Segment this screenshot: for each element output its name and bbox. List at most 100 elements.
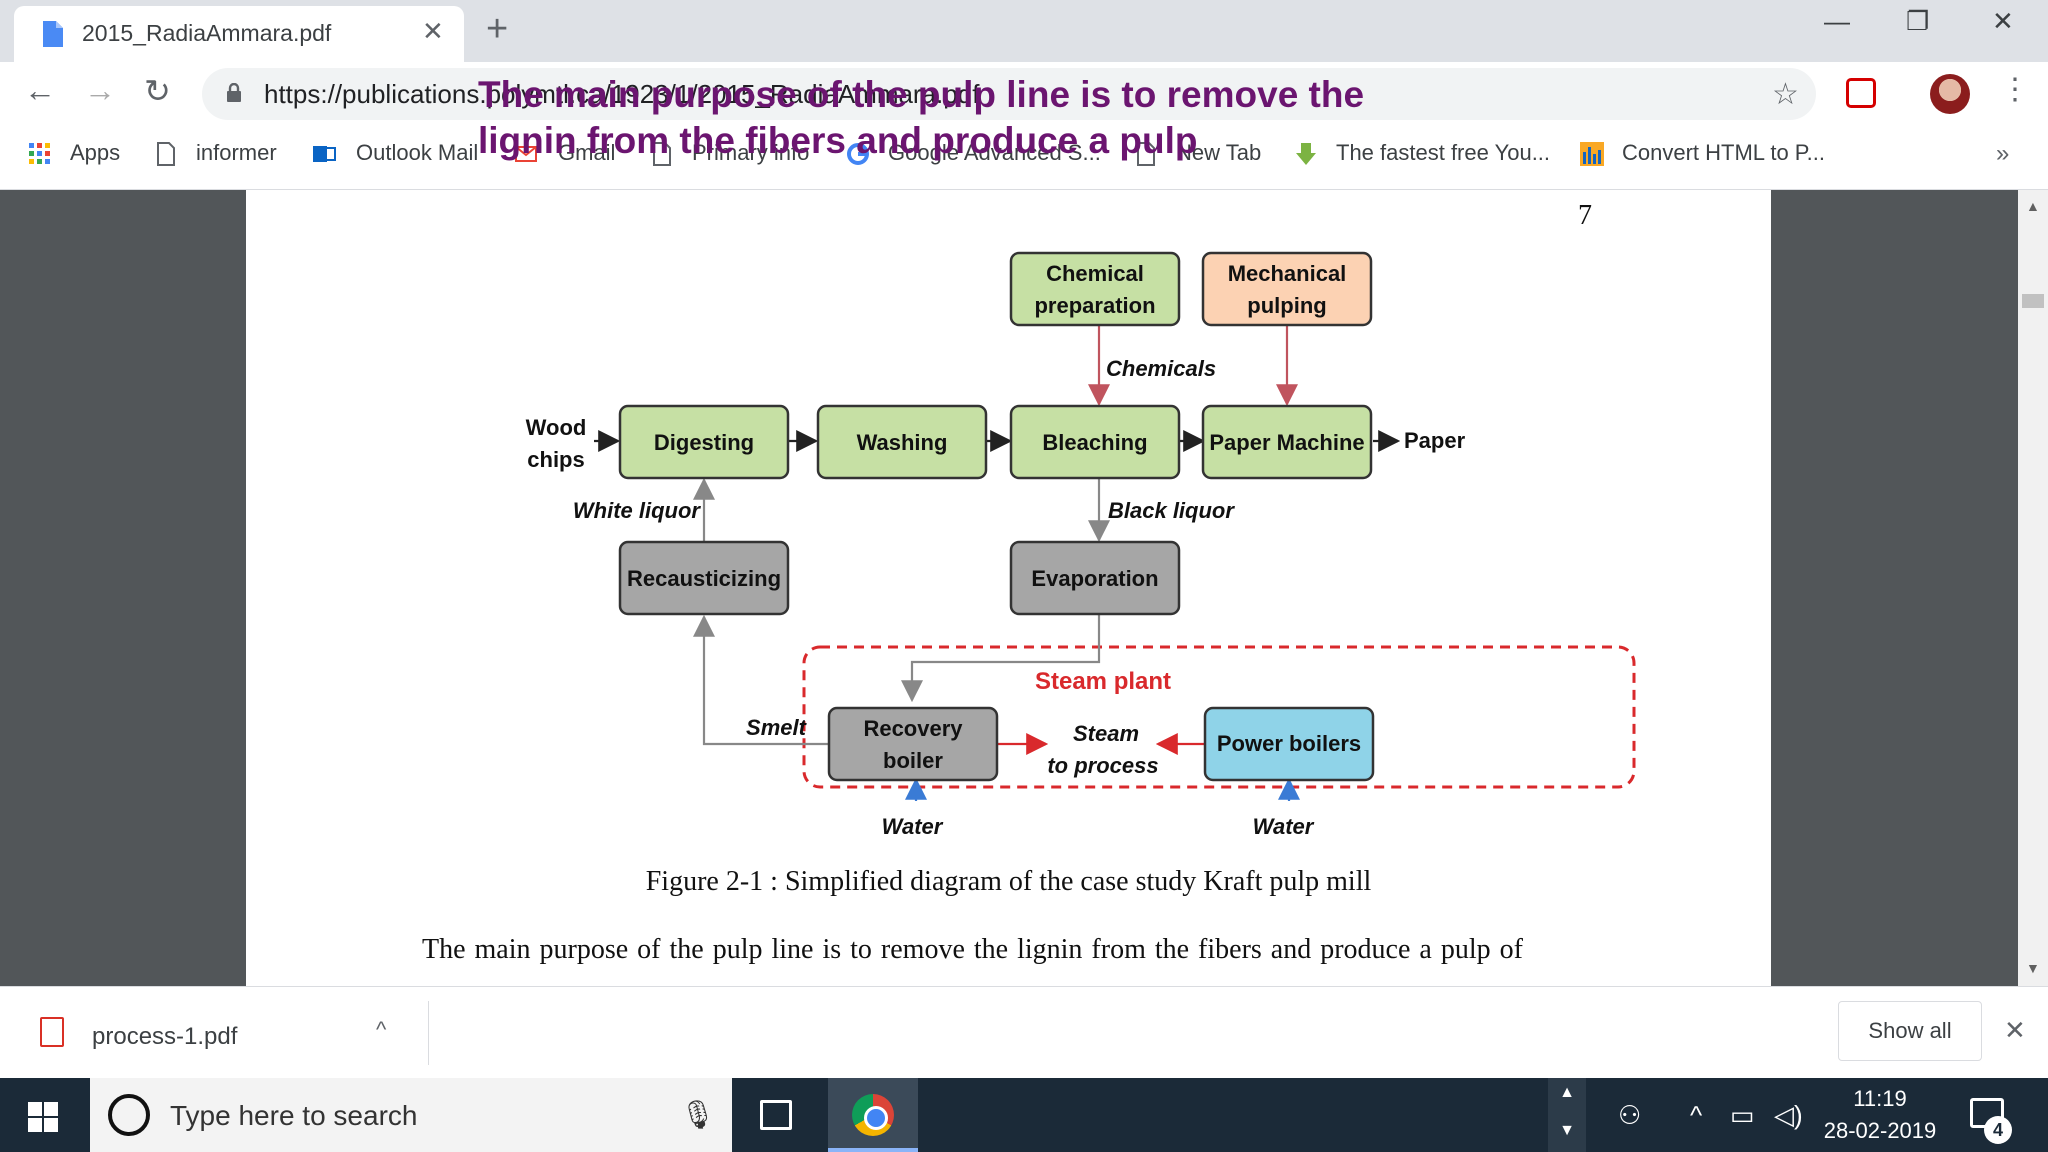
google-icon xyxy=(847,143,869,165)
bookmark-informer[interactable]: informer xyxy=(196,140,277,165)
chevron-up-icon[interactable]: ▲ xyxy=(1559,1084,1575,1101)
volume-icon[interactable]: ◁) xyxy=(1774,1100,1803,1130)
label-chemicals: Chemicals xyxy=(1106,356,1216,381)
forward-button[interactable]: → xyxy=(84,72,116,108)
box-mechanical-pulping xyxy=(1201,251,1373,327)
pdf-page: 7 xyxy=(246,190,1771,986)
scrollbar-thumb[interactable] xyxy=(2022,294,2044,308)
pdf-viewer[interactable]: 7 xyxy=(0,190,2048,986)
bookmarks-overflow-button[interactable]: » xyxy=(1996,140,2010,167)
battery-icon[interactable]: ▭ xyxy=(1730,1100,1755,1130)
bookmark-apps[interactable]: Apps xyxy=(70,140,121,165)
box-washing xyxy=(816,404,988,480)
chevron-up-icon[interactable]: ^ xyxy=(376,1017,387,1042)
profile-avatar[interactable] xyxy=(1930,74,1970,114)
microphone-icon[interactable]: 🎙 xyxy=(680,1099,716,1130)
pocket-extension-icon[interactable] xyxy=(1846,78,1876,108)
body-paragraph: The main purpose of the pulp line is to … xyxy=(422,934,1523,965)
close-window-button[interactable]: ✕ xyxy=(1992,6,2014,36)
steam-plant-region xyxy=(802,645,1636,789)
overlay-caption-line-1: The main purpose of the pulp line is to … xyxy=(478,74,1365,115)
chrome-icon xyxy=(852,1094,894,1136)
search-placeholder: Type here to search xyxy=(170,1100,418,1131)
taskbar-search[interactable]: Type here to search 🎙 xyxy=(90,1078,732,1152)
new-tab-button[interactable]: + xyxy=(486,8,509,50)
chart-icon xyxy=(1580,142,1604,166)
download-shelf: process-1.pdf ^ Show all ✕ xyxy=(0,986,2048,1078)
flow-connectors xyxy=(594,325,1401,801)
bookmark-outlook[interactable]: Outlook Mail xyxy=(356,140,479,165)
label-water-left: Water xyxy=(882,814,944,839)
menu-icon[interactable]: ⋮ xyxy=(2000,73,2030,106)
bookmark-primary-info[interactable]: Primary info xyxy=(692,140,810,165)
box-digesting xyxy=(618,404,790,480)
clock-date[interactable]: 28-02-2019 xyxy=(1823,1118,1937,1143)
box-chemical-preparation xyxy=(1009,251,1181,327)
label-recovery-boiler-1: Recovery xyxy=(863,716,963,741)
page-icon xyxy=(1137,142,1155,166)
label-steam-to-process-2: to process xyxy=(1047,753,1158,778)
label-black-liquor: Black liquor xyxy=(1108,498,1235,523)
box-recovery-boiler xyxy=(827,706,999,782)
chrome-taskbar-button[interactable] xyxy=(828,1078,918,1152)
download-arrow-icon xyxy=(1296,143,1316,165)
label-evaporation: Evaporation xyxy=(1031,566,1158,591)
page-icon xyxy=(653,142,671,166)
label-washing: Washing xyxy=(857,430,948,455)
url-text[interactable]: https://publications.polymtl.ca/1923/1/2… xyxy=(264,79,980,109)
label-wood-chips-1: Wood xyxy=(526,415,587,440)
file-icon xyxy=(43,21,63,47)
chevron-down-icon[interactable]: ▼ xyxy=(1559,1122,1575,1139)
cortana-icon xyxy=(108,1094,150,1136)
windows-start-icon[interactable] xyxy=(28,1102,58,1132)
bookmark-convert-html[interactable]: Convert HTML to P... xyxy=(1622,140,1825,165)
process-diagram: Chemical preparation Mechanical pulping … xyxy=(526,251,1636,839)
tab-title: 2015_RadiaAmmara.pdf xyxy=(82,20,332,46)
label-mechanical-pulping-1: Mechanical xyxy=(1228,261,1347,286)
scroll-up-icon[interactable]: ▲ xyxy=(2026,198,2040,214)
show-hidden-icons-chevron[interactable]: ^ xyxy=(1690,1100,1703,1130)
label-power-boilers: Power boilers xyxy=(1217,731,1361,756)
pdf-file-icon xyxy=(40,1017,64,1047)
bookmarks-bar: Apps informer Outlook Mail Gmail Primary… xyxy=(0,126,2048,190)
label-chemical-preparation-1: Chemical xyxy=(1046,261,1144,286)
scroll-down-icon[interactable]: ▼ xyxy=(2026,960,2040,976)
notification-count-badge: 4 xyxy=(1984,1116,2012,1144)
people-icon[interactable]: ⚇ xyxy=(1618,1100,1642,1130)
download-filename[interactable]: process-1.pdf xyxy=(92,1023,238,1050)
label-paper-machine: Paper Machine xyxy=(1209,430,1364,455)
label-wood-chips-2: chips xyxy=(527,447,584,472)
gmail-icon xyxy=(515,146,537,162)
outlook-icon xyxy=(313,146,336,162)
show-all-button[interactable]: Show all xyxy=(1838,1001,1982,1061)
tab-close-icon[interactable]: ✕ xyxy=(422,16,444,46)
minimize-button[interactable]: — xyxy=(1824,6,1850,36)
address-bar[interactable]: https://publications.polymtl.ca/1923/1/2… xyxy=(202,68,1816,120)
bookmark-star-icon[interactable]: ☆ xyxy=(1772,78,1799,111)
tab-bar: 2015_RadiaAmmara.pdf ✕ + — ❐ ✕ xyxy=(0,0,2048,62)
task-view-icon[interactable] xyxy=(760,1100,792,1130)
bookmark-fastest-free[interactable]: The fastest free You... xyxy=(1336,140,1551,165)
taskbar-scroll[interactable]: ▲ ▼ xyxy=(1548,1078,1586,1152)
close-shelf-icon[interactable]: ✕ xyxy=(2004,1015,2026,1045)
vertical-scrollbar[interactable]: ▲ ▼ xyxy=(2018,190,2048,986)
restore-button[interactable]: ❐ xyxy=(1906,6,1930,36)
overlay-caption-line-2: lignin from the fibers and produce a pul… xyxy=(478,120,1198,161)
back-button[interactable]: ← xyxy=(24,72,56,108)
label-mechanical-pulping-2: pulping xyxy=(1247,293,1326,318)
label-recovery-boiler-2: boiler xyxy=(883,748,943,773)
box-recausticizing xyxy=(618,540,790,616)
label-bleaching: Bleaching xyxy=(1042,430,1147,455)
label-white-liquor: White liquor xyxy=(573,498,702,523)
bookmark-google-advanced[interactable]: Google Advanced S... xyxy=(888,140,1101,165)
bookmark-new-tab[interactable]: New Tab xyxy=(1176,140,1262,165)
tab-active[interactable]: 2015_RadiaAmmara.pdf ✕ xyxy=(14,6,464,62)
box-paper-machine xyxy=(1201,404,1373,480)
label-steam-to-process-1: Steam xyxy=(1073,721,1139,746)
box-evaporation xyxy=(1009,540,1181,616)
bookmark-gmail[interactable]: Gmail xyxy=(558,140,616,165)
divider xyxy=(428,1001,429,1065)
page-number: 7 xyxy=(1578,200,1592,231)
clock-time[interactable]: 11:19 xyxy=(1853,1086,1907,1111)
reload-button[interactable]: ↻ xyxy=(144,73,171,109)
